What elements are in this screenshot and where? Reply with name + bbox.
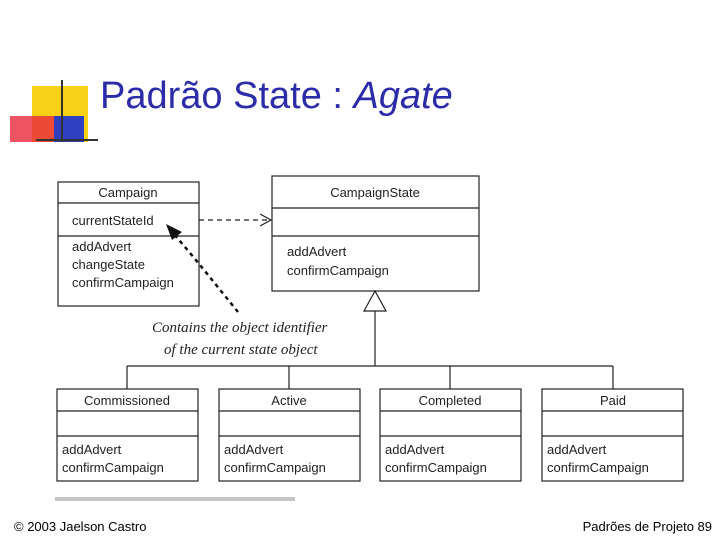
commissioned-class: Commissioned addAdvert confirmCampaign xyxy=(56,388,199,482)
note-line-2: of the current state object xyxy=(164,342,318,358)
campaign-state-class: CampaignState addAdvert confirmCampaign xyxy=(271,175,480,292)
generalization-tree xyxy=(126,289,614,389)
subclass-operation: confirmCampaign xyxy=(547,460,649,475)
completed-class: Completed addAdvert confirmCampaign xyxy=(379,388,522,482)
subclass-operation: confirmCampaign xyxy=(62,460,164,475)
campaign-class-name: Campaign xyxy=(98,185,157,200)
subclass-operation: confirmCampaign xyxy=(385,460,487,475)
slide-title: Padrão State : Agate xyxy=(100,74,453,118)
subclass-operation: confirmCampaign xyxy=(224,460,326,475)
paid-class: Paid addAdvert confirmCampaign xyxy=(541,388,684,482)
campaign-operation: confirmCampaign xyxy=(72,275,174,290)
campaign-class: Campaign currentStateId addAdvert change… xyxy=(57,181,200,307)
footer-copyright: © 2003 Jaelson Castro xyxy=(14,519,147,534)
subclass-operation: addAdvert xyxy=(62,442,122,457)
subclass-operation: addAdvert xyxy=(385,442,445,457)
title-italic: Agate xyxy=(353,75,453,117)
logo-red-block xyxy=(10,116,54,142)
footer-page-info: Padrões de Projeto 89 xyxy=(582,519,712,534)
campaign-state-class-name: CampaignState xyxy=(330,185,420,200)
subclass-name: Active xyxy=(271,393,306,408)
subclass-name: Completed xyxy=(419,393,482,408)
subclass-name: Commissioned xyxy=(84,393,170,408)
campaign-operation: addAdvert xyxy=(72,239,132,254)
slide-logo xyxy=(10,80,98,142)
title-main: Padrão State : xyxy=(100,75,354,117)
note-line-1: Contains the object identifier xyxy=(152,320,328,336)
active-class: Active addAdvert confirmCampaign xyxy=(218,388,361,482)
dependency-arrow xyxy=(199,213,273,227)
inheritance-triangle-icon xyxy=(362,289,388,312)
note-leader-arrow xyxy=(166,224,239,313)
campaign-attribute: currentStateId xyxy=(72,213,154,228)
subclass-operation: addAdvert xyxy=(224,442,284,457)
campaign-state-operation: confirmCampaign xyxy=(287,263,389,278)
cropped-caption-remnant xyxy=(55,497,295,501)
campaign-state-operation: addAdvert xyxy=(287,244,347,259)
campaign-operation: changeState xyxy=(72,257,145,272)
logo-blue-block xyxy=(54,116,84,142)
subclass-operation: addAdvert xyxy=(547,442,607,457)
subclass-name: Paid xyxy=(600,393,626,408)
